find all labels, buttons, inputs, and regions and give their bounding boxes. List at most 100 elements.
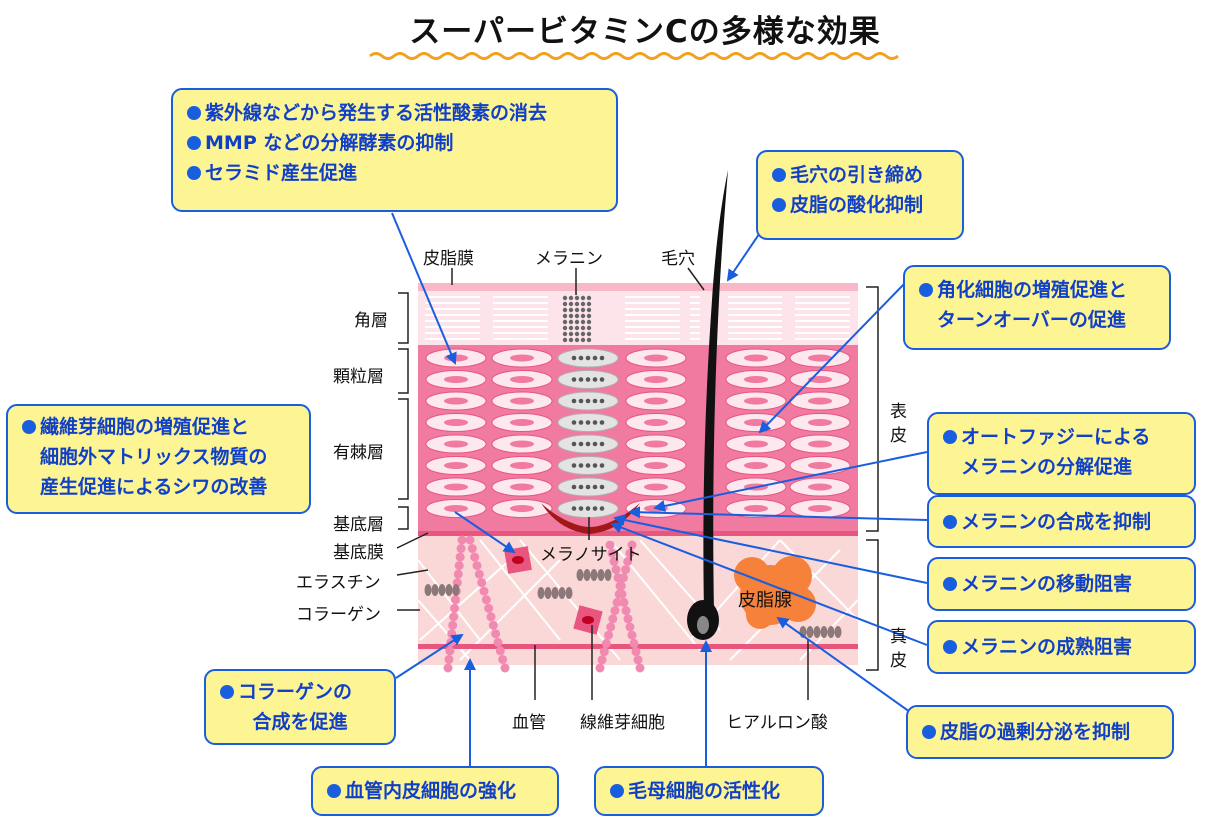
elastin-bead: [614, 589, 624, 599]
title-underline: [369, 52, 899, 60]
bullet-icon: [772, 168, 786, 182]
keratinocyte-nucleus: [510, 376, 534, 383]
corneum-cell-lines: [425, 296, 850, 340]
melanin-granule: [574, 295, 580, 301]
melanin-dot: [585, 420, 591, 425]
elastin-bead: [608, 614, 618, 624]
effect-item: メラニンの成熟阻害: [943, 632, 1180, 662]
keratinocyte-nucleus: [744, 419, 768, 426]
effect-box-sebum: 皮脂の過剰分泌を抑制: [906, 705, 1174, 759]
label-elastin: エラスチン: [296, 573, 381, 593]
elastin-bead: [604, 630, 614, 640]
hyaluronic-unit: [597, 569, 605, 581]
elastin-bead: [607, 548, 617, 558]
elastin-bead: [606, 622, 616, 632]
bullet-icon: [610, 784, 624, 798]
effect-item: 皮脂の酸化抑制: [772, 190, 948, 220]
melanin-dot: [599, 441, 605, 447]
keratinocyte-nucleus: [808, 505, 832, 512]
melanin-granules: [562, 295, 592, 343]
keratinocyte-nucleus: [744, 505, 768, 512]
keratinocyte-cells: [425, 348, 851, 518]
melanin-dot: [585, 463, 591, 468]
melanin-dot: [578, 441, 584, 447]
hyaluronic-unit: [424, 584, 432, 596]
melanin-granule: [568, 325, 574, 331]
melanin-dot: [592, 441, 598, 447]
melanin-dot: [592, 463, 598, 468]
keratinocyte-nucleus: [444, 483, 468, 491]
melanin-dot: [585, 377, 591, 382]
effect-item-cont: ターンオーバーの促進: [937, 309, 1126, 331]
elastin-bead: [479, 586, 489, 596]
elastin-bead: [454, 561, 464, 571]
effect-item: 血管内皮細胞の強化: [327, 776, 543, 806]
effect-box-autophagy: オートファジーによる メラニンの分解促進: [927, 412, 1196, 495]
melanin-dot: [585, 441, 591, 447]
elastin-bead: [472, 561, 482, 571]
label-basal-layer: 基底層: [333, 515, 384, 535]
label-granular-layer: 顆粒層: [333, 367, 384, 387]
effect-item: 角化細胞の増殖促進と: [919, 275, 1155, 305]
label-spinous-layer: 有棘層: [333, 443, 384, 463]
melanin-granule: [562, 337, 568, 343]
layer-brackets-right: [866, 286, 879, 671]
melanin-dot: [578, 506, 584, 511]
keratinocyte-nucleus: [510, 354, 534, 362]
fibroblast-cell: [504, 546, 532, 574]
melanin-dot: [599, 355, 605, 361]
hyaluronic-unit: [590, 569, 598, 581]
hyaluronic-unit: [583, 569, 591, 581]
melanin-dot: [578, 377, 584, 382]
effect-box-antioxidant: 紫外線などから発生する活性酸素の消去 MMP などの分解酵素の抑制 セラミド産生…: [171, 88, 618, 212]
effect-item-cont: メラニンの分解促進: [961, 456, 1133, 478]
keratinocyte-nucleus: [808, 483, 832, 491]
keratinocyte-nucleus: [444, 462, 468, 469]
effect-item: 繊維芽細胞の増殖促進と: [22, 412, 295, 442]
melanin-granule: [574, 331, 580, 337]
melanin-granule: [580, 337, 586, 343]
collagen-fiber: [779, 539, 859, 621]
elastin-bead: [484, 603, 494, 613]
melanin-granule: [574, 301, 580, 307]
melanin-granule: [562, 325, 568, 331]
melanin-granule: [562, 319, 568, 325]
effect-box-keratinocyte: 角化細胞の増殖促進と ターンオーバーの促進: [903, 265, 1171, 350]
melanin-granule: [586, 307, 592, 313]
elastin-bead: [448, 620, 458, 630]
melanin-granule: [568, 313, 574, 319]
keratinocyte-nucleus: [744, 440, 768, 448]
elastin-bead: [621, 565, 631, 575]
elastin-bead: [595, 663, 605, 673]
melanin-dot: [599, 506, 605, 511]
elastin-bead: [616, 581, 626, 591]
elastin-bead: [625, 622, 635, 632]
hyaluronic-unit: [820, 626, 828, 638]
collagen-fiber: [519, 539, 621, 661]
melanocyte: [541, 503, 640, 534]
melanin-granule: [574, 325, 580, 331]
keratinocyte-nucleus: [808, 440, 832, 448]
hyaluronic-unit: [445, 584, 453, 596]
label-sebaceous-gland: 皮脂腺: [738, 590, 792, 611]
melanin-dot: [578, 398, 584, 404]
hyaluronic-unit: [565, 587, 573, 599]
elastin-bead: [612, 597, 622, 607]
elastin-bead: [627, 540, 637, 550]
keratinocyte-nucleus: [644, 440, 668, 448]
keratinocyte-nucleus: [444, 419, 468, 426]
melanin-dot: [599, 463, 605, 468]
elastin-bead: [449, 612, 459, 622]
melanin-granule: [574, 307, 580, 313]
elastin-bead: [635, 663, 645, 673]
keratinocyte-nucleus: [510, 505, 534, 512]
melanin-granule: [586, 325, 592, 331]
melanin-granule: [568, 319, 574, 325]
elastin-bead: [457, 535, 467, 545]
bullet-icon: [943, 515, 957, 529]
bullet-icon: [922, 725, 936, 739]
label-melanin: メラニン: [535, 249, 603, 269]
melanin-granule: [586, 337, 592, 343]
elastin-bead: [450, 603, 460, 613]
melanin-granule: [568, 307, 574, 313]
